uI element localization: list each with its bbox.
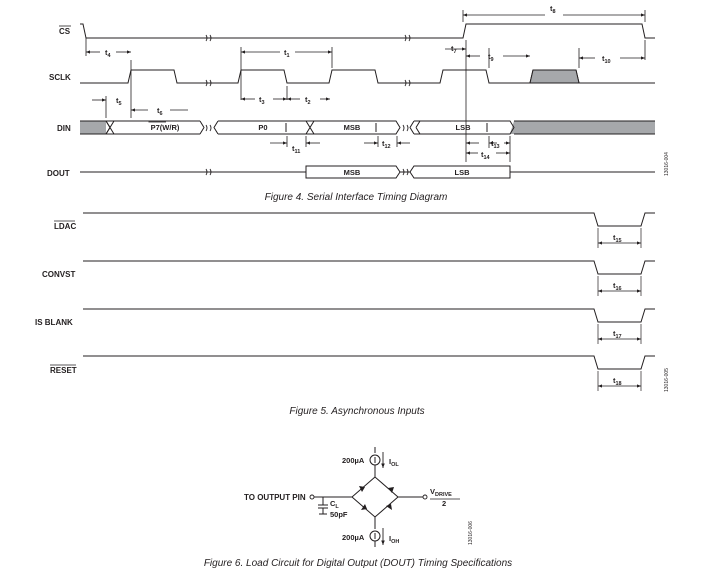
din-label: DIN (57, 124, 71, 133)
bottom-current-label: 200µA (342, 533, 365, 542)
t12-label: t12 (382, 139, 391, 150)
figure5-caption: Figure 5. Asynchronous Inputs (289, 406, 424, 417)
timing-reference-lines (85, 10, 646, 162)
reset-label: RESET (50, 366, 77, 375)
iol-label: IOL (389, 457, 399, 468)
t1-label: t1 (284, 48, 290, 59)
reset-waveform (83, 355, 655, 370)
convst-label: CONVST (42, 270, 75, 279)
figure4-code: 13016-004 (664, 152, 670, 176)
vdrive-divisor: 2 (442, 499, 446, 508)
figure4-caption: Figure 4. Serial Interface Timing Diagra… (265, 192, 448, 203)
ldac-label: LDAC (54, 222, 76, 231)
t14-label: t14 (481, 150, 491, 161)
t8-label: t8 (550, 4, 556, 15)
din-invalid-end (510, 121, 655, 134)
dout-label: DOUT (47, 169, 70, 178)
cl-value: 50pF (330, 510, 348, 519)
output-pin-label: TO OUTPUT PIN (244, 493, 306, 502)
t7-label: t7 (451, 44, 457, 55)
t10-label: t10 (602, 54, 611, 65)
t16-label: t16 (613, 281, 622, 292)
async-arrows (598, 241, 641, 388)
dout-lsb-label: LSB (455, 168, 471, 177)
cl-label: CL (330, 499, 339, 510)
ldac-waveform (83, 212, 655, 227)
din-invalid-start (80, 121, 106, 134)
top-current-label: 200µA (342, 456, 365, 465)
dout-waveform (80, 165, 655, 179)
asynchronous-inputs-diagram: LDAC CONVST IS BLANK RESET t15 t16 t17 t… (35, 212, 670, 417)
t13-label: t13 (491, 139, 500, 150)
t6-label: t6 (157, 106, 163, 117)
diode-bridge (351, 476, 399, 518)
sclk-dont-care-pulse (529, 69, 580, 84)
t17-label: t17 (613, 329, 622, 340)
din-lsb-label: LSB (456, 123, 472, 132)
time-break-marks (205, 34, 411, 176)
din-p0-label: P0 (258, 123, 267, 132)
timing-arrows (86, 13, 645, 155)
load-circuit-diagram: 200µA IOL TO OUTPUT PIN CL 50pF VDRIVE 2 (204, 447, 512, 569)
t11-label: t11 (292, 144, 300, 155)
dout-msb-label: MSB (344, 168, 361, 177)
diode-icons (359, 486, 394, 510)
t9-label: t9 (488, 52, 494, 63)
async-reference-lines (597, 228, 642, 391)
isblank-label: IS BLANK (35, 318, 73, 327)
output-pin-terminal-icon (309, 494, 315, 500)
din-transition-1 (105, 120, 115, 135)
figure6-code: 13016-006 (468, 521, 474, 545)
ioh-label: IOH (389, 534, 399, 545)
din-p7-label: P7(W/R) (151, 123, 180, 132)
t2-label: t2 (305, 95, 311, 106)
din-msb-label: MSB (344, 123, 361, 132)
vdrive-label: VDRIVE (430, 487, 452, 498)
figure6-caption: Figure 6. Load Circuit for Digital Outpu… (204, 558, 512, 569)
t18-label: t18 (613, 376, 622, 387)
t15-label: t15 (613, 233, 622, 244)
convst-waveform (83, 260, 655, 275)
figure5-code: 13016-005 (664, 368, 670, 392)
vdrive-terminal-icon (422, 494, 428, 500)
cs-label: CS (59, 27, 71, 36)
isblank-waveform (83, 308, 655, 323)
t4-label: t4 (105, 48, 112, 59)
t5-label: t5 (116, 96, 122, 107)
sclk-label: SCLK (49, 73, 71, 82)
serial-interface-timing-diagram: CS SCLK DIN DOUT P7(W/R) P0 MSB LSB MSB … (47, 4, 670, 203)
t3-label: t3 (259, 95, 265, 106)
cs-waveform (80, 23, 655, 39)
